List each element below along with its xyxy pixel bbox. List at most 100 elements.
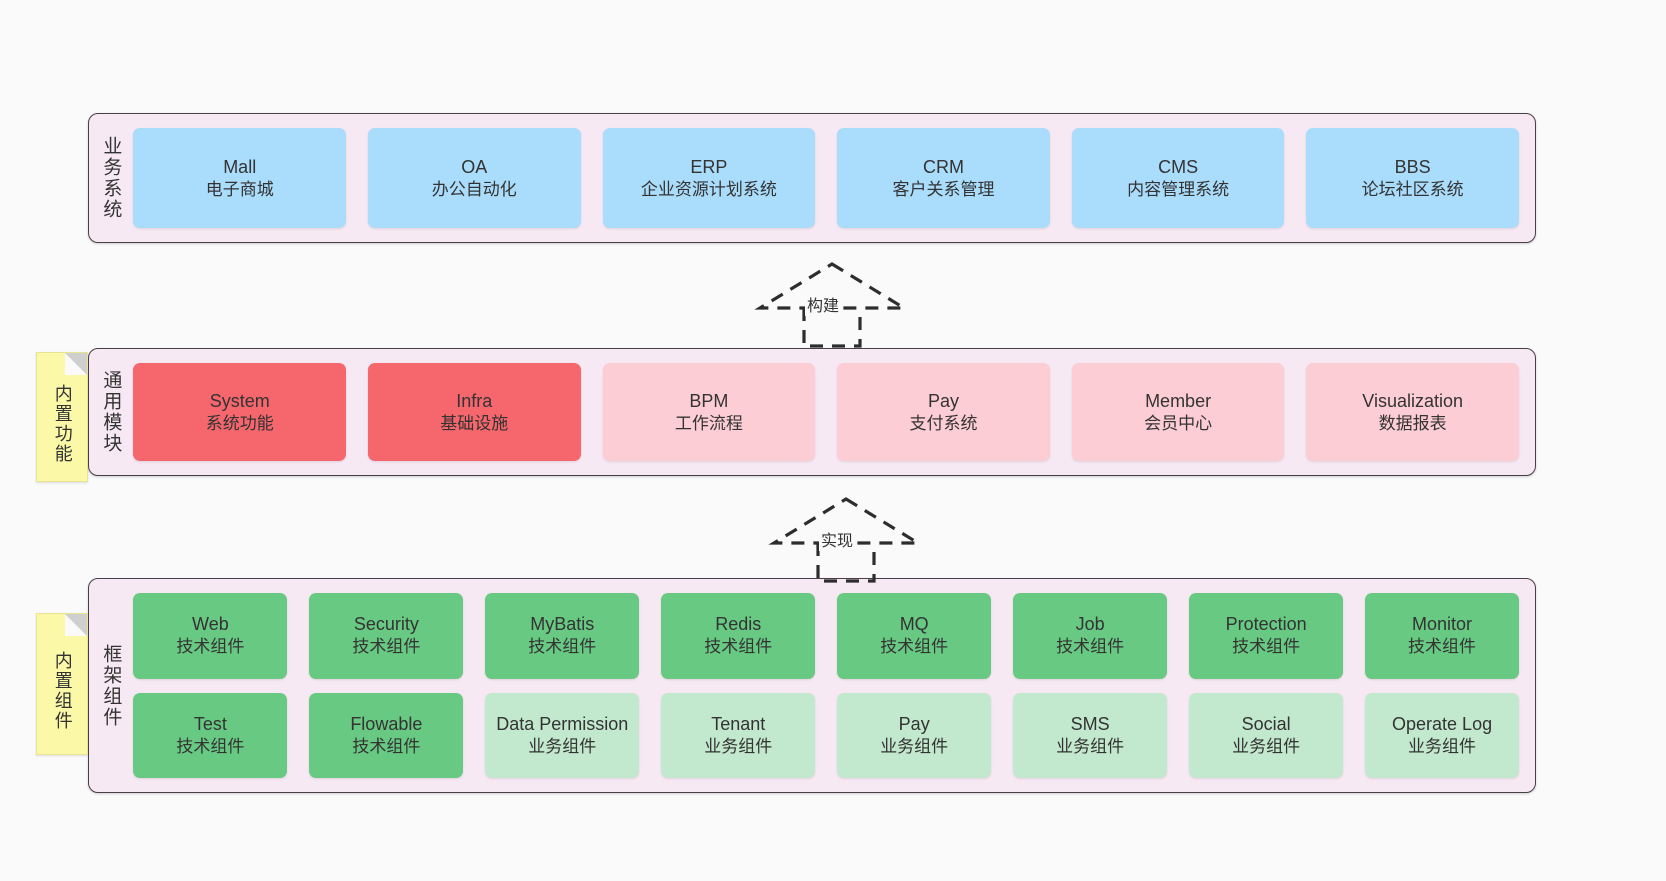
node-subtitle: 业务组件 [880,736,949,756]
node-title: Operate Log [1392,713,1493,734]
node-subtitle: 技术组件 [1232,637,1301,657]
node-title: SMS [1070,713,1110,734]
sticky-fold-corner-icon [65,353,87,375]
connector-build: 构建 [752,258,912,348]
node-subtitle: 业务组件 [1232,736,1301,756]
node-subtitle: 论坛社区系统 [1361,179,1464,199]
node-title: Pay [898,713,930,734]
node-title: CRM [922,156,964,177]
node-subtitle: 技术组件 [352,736,421,756]
node-title: Infra [456,390,493,411]
node-subtitle: 系统功能 [205,413,274,433]
node-title: BBS [1394,156,1431,177]
node-title: Mall [223,156,257,177]
node-title: Test [193,713,227,734]
layer-common-label: 通用模块 [100,370,122,454]
node-subtitle: 技术组件 [176,637,245,657]
node-subtitle: 会员中心 [1144,413,1213,433]
node-subtitle: 业务组件 [704,736,773,756]
node-subtitle: 基础设施 [440,413,509,433]
node-subtitle: 技术组件 [176,736,245,756]
node-title: Web [192,614,229,635]
node-subtitle: 客户关系管理 [892,179,995,199]
node-title: MQ [899,614,929,635]
node-subtitle: 支付系统 [909,413,978,433]
node-title: Social [1241,713,1291,734]
connector-build-label: 构建 [805,292,842,316]
connector-implement-label: 实现 [819,527,856,551]
node-subtitle: 办公自动化 [431,179,517,199]
node-title: Tenant [711,713,766,734]
node-subtitle: 电子商城 [205,179,274,199]
node-title: CMS [1158,156,1199,177]
node-title: Flowable [350,713,423,734]
sticky-note-builtin-features: 内置功能 [36,352,88,482]
node-title: Security [353,614,419,635]
node-title: ERP [690,156,728,177]
node-title: Data Permission [496,713,629,734]
node-title: Visualization [1362,390,1464,411]
sticky-fold-corner-icon [65,614,87,636]
node-subtitle: 技术组件 [880,637,949,657]
sticky-note-builtin-features-text: 内置功能 [52,384,73,464]
node-subtitle: 技术组件 [1056,637,1125,657]
node-title: MyBatis [530,614,595,635]
node-subtitle: 业务组件 [1408,736,1477,756]
node-title: Member [1145,390,1212,411]
node-title: Job [1075,614,1105,635]
node-title: Monitor [1412,614,1473,635]
node-title: Redis [715,614,762,635]
node-title: Pay [927,390,959,411]
node-subtitle: 技术组件 [704,637,773,657]
layer-framework-label: 框架组件 [100,643,122,728]
node-title: System [209,390,270,411]
node-subtitle: 工作流程 [674,413,743,433]
connector-implement: 实现 [766,493,926,583]
node-subtitle: 企业资源计划系统 [640,179,777,199]
layer-business-label: 业务系统 [100,136,122,220]
node-subtitle: 技术组件 [1408,637,1477,657]
node-subtitle: 技术组件 [352,637,421,657]
node-title: Protection [1225,614,1307,635]
sticky-note-builtin-components-text: 内置组件 [52,651,73,731]
node-subtitle: 业务组件 [528,736,597,756]
node-subtitle: 技术组件 [528,637,597,657]
node-title: OA [461,156,488,177]
